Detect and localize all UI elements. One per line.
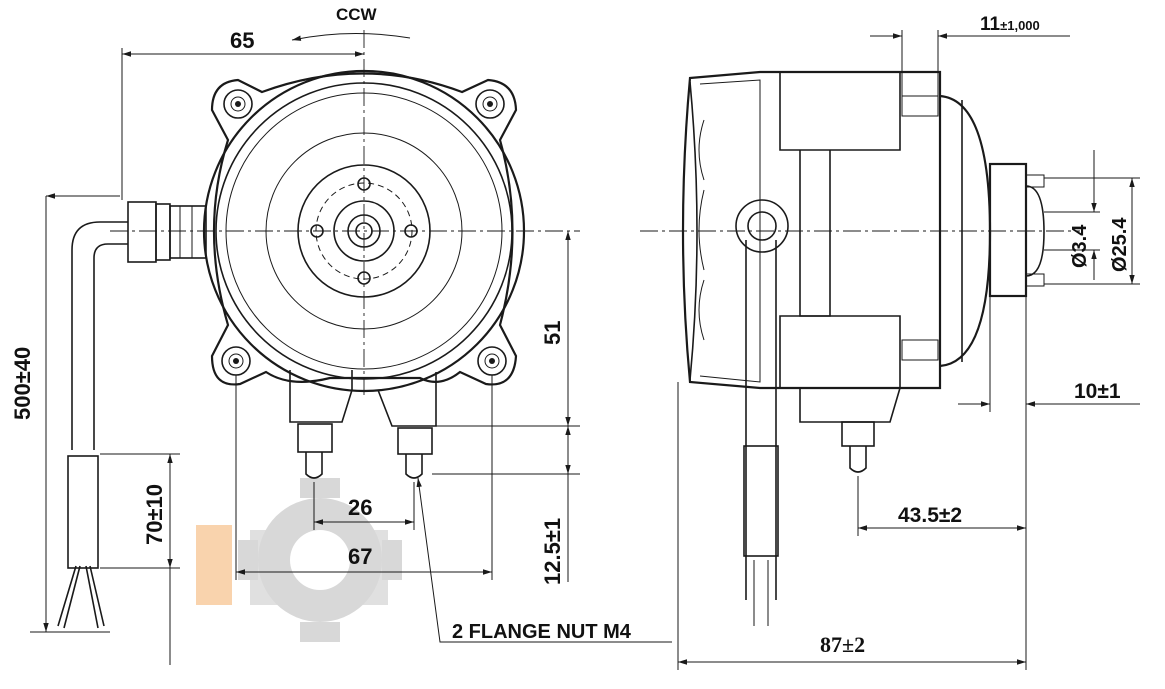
dim-500-text: 500±40 bbox=[10, 347, 35, 420]
dim-65-text: 65 bbox=[230, 28, 254, 53]
dim-51-text: 51 bbox=[540, 321, 565, 345]
dim-11-text: 11 bbox=[980, 14, 1001, 35]
front-view bbox=[57, 30, 580, 629]
mount-hole-tl bbox=[223, 89, 253, 119]
dim-67-text: 67 bbox=[348, 544, 372, 569]
dim-11-tol-text: ±1,000 bbox=[1000, 18, 1040, 33]
mount-hole-br bbox=[477, 346, 507, 376]
dim-435-text: 43.5±2 bbox=[898, 504, 962, 527]
dim-125-text: 12.5±1 bbox=[540, 518, 565, 585]
ccw-text: CCW bbox=[336, 5, 378, 24]
svg-text:11±1,000: 11±1,000 bbox=[980, 14, 1040, 35]
dim-70-text: 70±10 bbox=[142, 484, 167, 545]
mount-hole-bl bbox=[221, 346, 251, 376]
dim-254-text: Ø25.4 bbox=[1109, 217, 1131, 272]
flange-nut-text: 2 FLANGE NUT M4 bbox=[452, 621, 632, 643]
mount-hole-tr bbox=[475, 89, 505, 119]
dim-10-text: 10±1 bbox=[1074, 380, 1121, 403]
side-view bbox=[640, 70, 1080, 626]
dim-26-text: 26 bbox=[348, 495, 372, 520]
dimensions: 65 CCW 11±1,000 500±40 70±10 51 12.5±1 bbox=[10, 5, 1140, 670]
dim-87-text: 87±2 bbox=[820, 632, 865, 657]
dim-34-text: Ø3.4 bbox=[1069, 224, 1091, 268]
watermark-logo bbox=[196, 478, 402, 642]
